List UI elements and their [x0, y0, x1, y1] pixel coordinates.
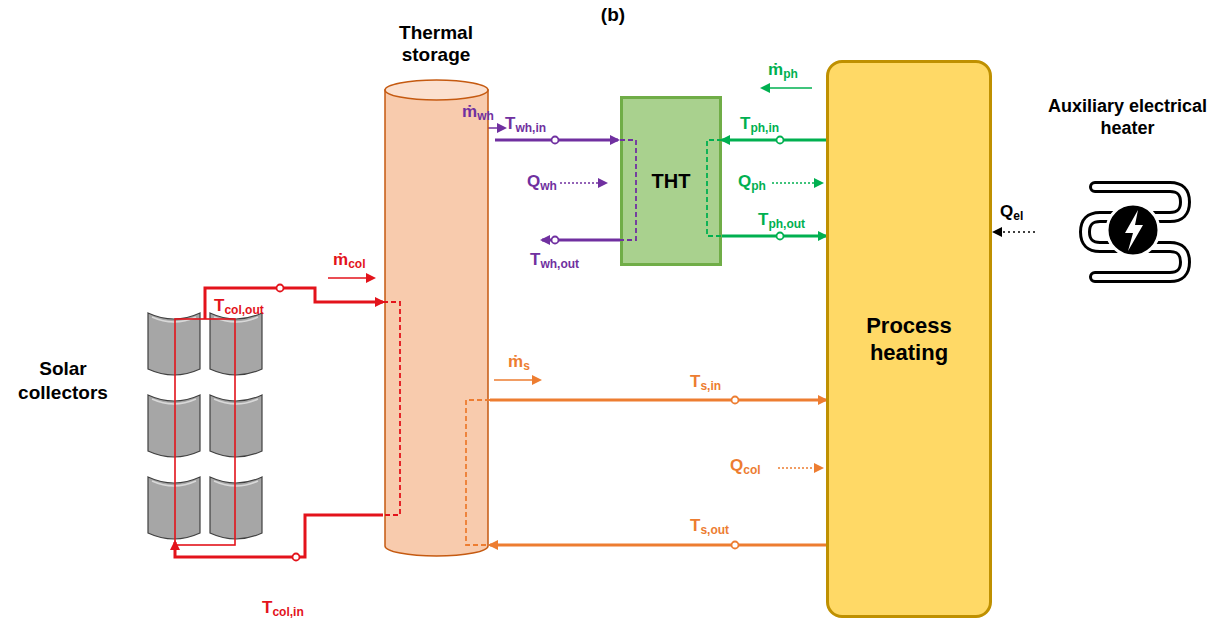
- variable-label: Ts,in: [690, 372, 721, 392]
- water-lines: [495, 140, 620, 240]
- variable-label: Ts,out: [690, 516, 729, 536]
- variable-label: Tcol,in: [262, 598, 304, 618]
- heater-icon: [1075, 167, 1205, 302]
- variable-label: Twh,in: [505, 114, 546, 134]
- variable-label: Twh,out: [530, 250, 579, 270]
- solar-collector-field: Solar collectors: [140, 305, 270, 550]
- process-box: Process heating: [826, 60, 992, 618]
- variable-label: Qph: [738, 172, 766, 192]
- variable-label: ṁph: [768, 60, 798, 80]
- variable-label: ṁwh: [462, 102, 494, 122]
- heat-transformer-box: THT: [620, 96, 722, 266]
- variable-label: ṁcol: [333, 250, 365, 270]
- tank-outline: [383, 78, 490, 558]
- flow-connector: [490, 544, 826, 547]
- variable-label: Tph,in: [740, 114, 779, 134]
- variable-label: Tph,out: [758, 210, 805, 230]
- electric-heater: Auxiliary electrical heater: [1035, 95, 1220, 310]
- variable-label: Qcol: [730, 456, 761, 476]
- flow-connector: [205, 288, 383, 319]
- variable-label: ṁs: [508, 352, 530, 372]
- flow-connector: [994, 231, 1035, 233]
- flow-connector: [490, 399, 826, 402]
- flow-connector: [175, 515, 383, 557]
- variable-label: Qwh: [527, 172, 557, 192]
- variable-label: Qel: [1000, 202, 1023, 222]
- collector-illustration: [140, 305, 270, 550]
- figure-title: (b): [0, 4, 1226, 26]
- flow-connector: [722, 235, 826, 238]
- variable-label: Tcol,out: [214, 296, 264, 316]
- storage-tank: Thermal storage: [383, 78, 490, 558]
- flow-connector: [722, 139, 826, 142]
